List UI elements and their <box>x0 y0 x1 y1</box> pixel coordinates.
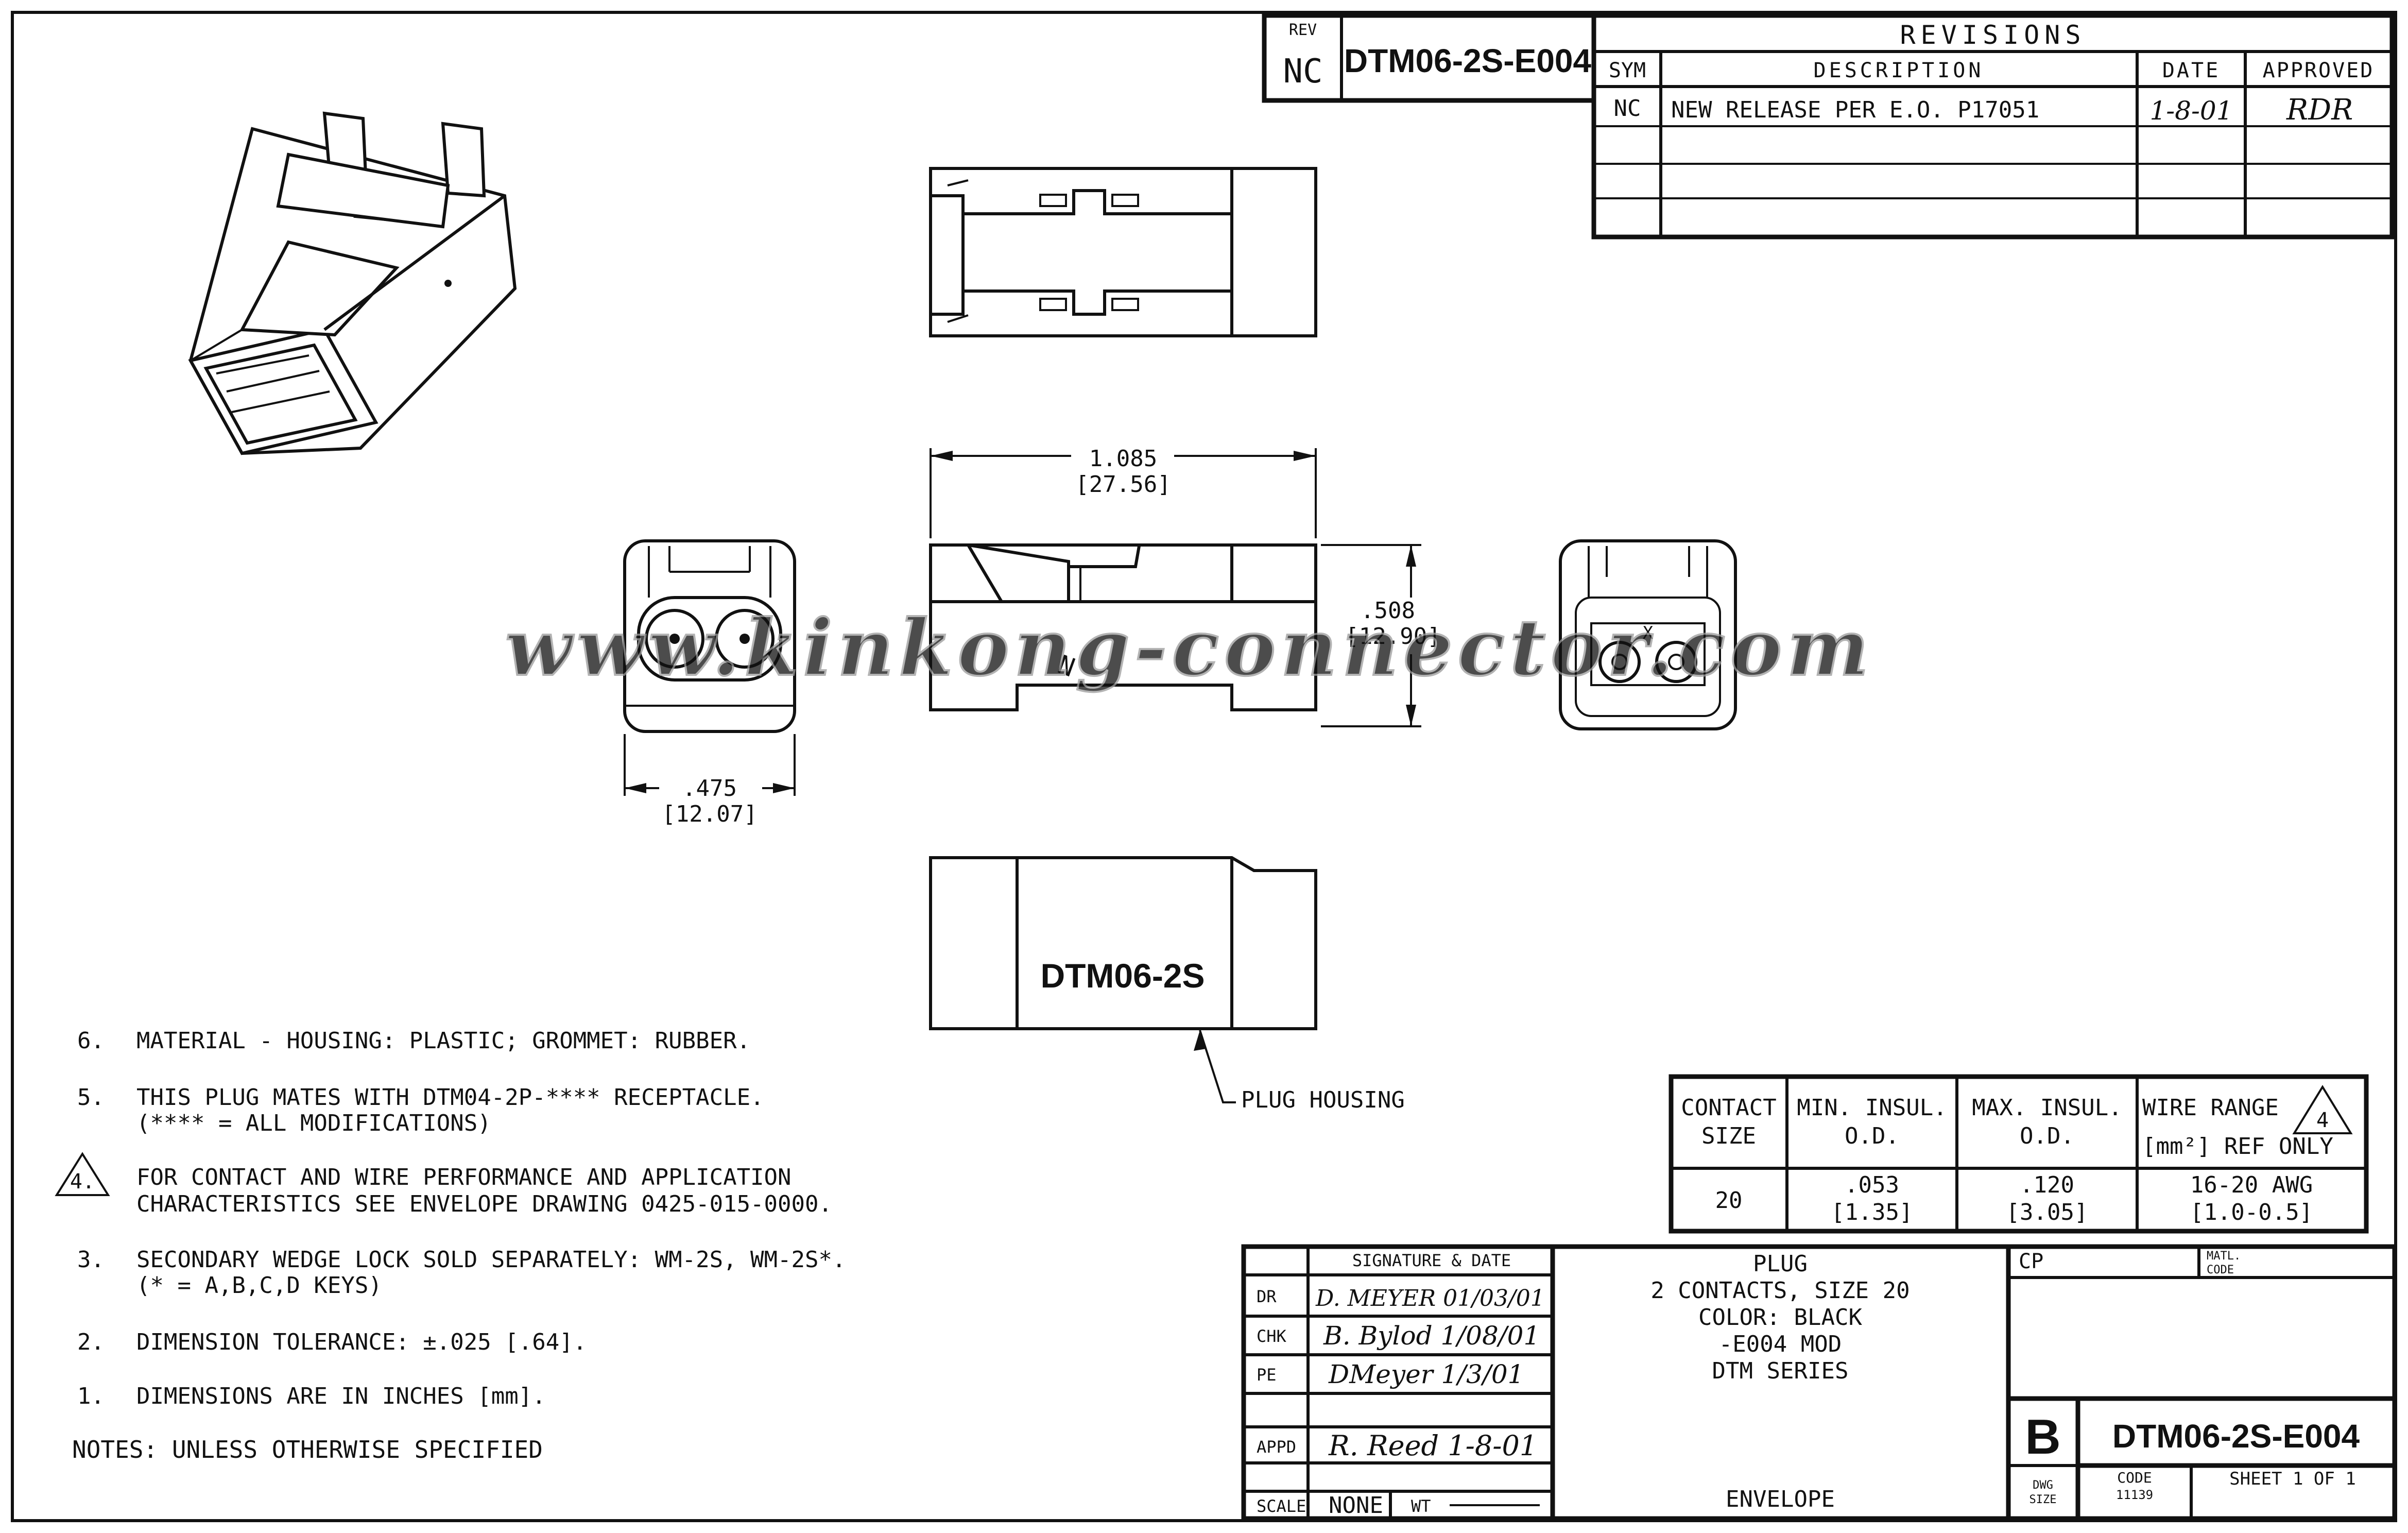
desc-line-1: PLUG <box>1753 1251 1808 1277</box>
notes-footer: NOTES: UNLESS OTHERWISE SPECIFIED <box>72 1436 543 1463</box>
rev-header-approved: APPROVED <box>2263 59 2375 82</box>
rev-row-date: 1-8-01 <box>2149 96 2232 126</box>
dimension-height: .508 [12.90] <box>1321 544 1457 727</box>
side-view: N <box>929 543 1317 711</box>
watermark: www.kinkong-connector.com <box>505 603 1874 693</box>
note-6-line-1: MATERIAL - HOUSING: PLASTIC; GROMMET: RU… <box>136 1028 750 1054</box>
rev-row-approved: RDR <box>2286 93 2353 127</box>
note-3-line-2: (* = A,B,C,D KEYS) <box>136 1272 382 1299</box>
signature-header: SIGNATURE & DATE <box>1352 1251 1511 1270</box>
cp-label: CP <box>2019 1250 2043 1273</box>
sig-label-pe: PE <box>1257 1365 1277 1385</box>
ct-h4-flag: 4 <box>2316 1109 2329 1132</box>
matl-code-label-1: MATL. <box>2207 1250 2241 1263</box>
note-5-line-2: (**** = ALL MODIFICATIONS) <box>136 1110 491 1136</box>
width-mm: [12.07] <box>662 801 757 827</box>
ct-r1-c2b: [1.35] <box>1831 1199 1913 1225</box>
ct-h3-a: MAX. INSUL. <box>1972 1095 2122 1121</box>
ct-r1-c3a: .120 <box>2020 1172 2074 1198</box>
plug-housing-callout: PLUG HOUSING <box>1194 1030 1405 1113</box>
dwg-size-letter: B <box>2025 1409 2060 1464</box>
matl-code-label-2: CODE <box>2207 1264 2234 1276</box>
dwg-size-label-2: SIZE <box>2029 1493 2057 1506</box>
envelope-label: ENVELOPE <box>1726 1486 1835 1512</box>
revisions-table: REVISIONS SYM DESCRIPTION DATE APPROVED … <box>1591 13 2395 240</box>
sheet-label: SHEET 1 OF 1 <box>2229 1469 2356 1489</box>
dwg-size-label-1: DWG <box>2033 1479 2053 1492</box>
sheet-border <box>11 11 2397 1522</box>
code-value: 11139 <box>2116 1488 2153 1502</box>
scale-label: SCALE <box>1257 1496 1306 1516</box>
sig-value-dr: D. MEYER 01/03/01 <box>1315 1285 1545 1311</box>
right-end-view: X <box>1559 539 1737 730</box>
length-inches-label: 1.085 <box>1089 446 1157 472</box>
note-1-num: 1. <box>77 1383 105 1409</box>
dimension-width: .475 [12.07] <box>624 734 796 827</box>
note-3-num: 3. <box>77 1247 105 1273</box>
bottom-view: DTM06-2S <box>929 856 1317 1030</box>
note-2-line-1: DIMENSION TOLERANCE: ±.025 [.64]. <box>136 1329 587 1355</box>
rev-label: REV <box>1289 21 1317 39</box>
sig-label-dr: DR <box>1257 1287 1277 1306</box>
sig-value-pe: DMeyer 1/3/01 <box>1328 1359 1524 1389</box>
note-6-num: 6. <box>77 1028 105 1054</box>
note-5-num: 5. <box>77 1084 105 1111</box>
rev-row-description: NEW RELEASE PER E.O. P17051 <box>1671 97 2039 123</box>
note-4-flag-triangle <box>55 1152 110 1196</box>
ct-h1-b: SIZE <box>1701 1123 1756 1149</box>
rev-header-sym: SYM <box>1609 59 1646 82</box>
desc-line-5: DTM SERIES <box>1712 1358 1849 1384</box>
sig-label-appd: APPD <box>1257 1437 1296 1457</box>
ct-r1-c3b: [3.05] <box>2006 1199 2088 1225</box>
note-4-line-1: FOR CONTACT AND WIRE PERFORMANCE AND APP… <box>136 1164 792 1190</box>
note-4-num: 4. <box>70 1170 95 1194</box>
ct-h2-a: MIN. INSUL. <box>1797 1095 1947 1121</box>
sig-value-chk: B. Bylod 1/08/01 <box>1323 1321 1540 1351</box>
note-3-line-1: SECONDARY WEDGE LOCK SOLD SEPARATELY: WM… <box>136 1247 846 1273</box>
title-drawing-number: DTM06-2S-E004 <box>2112 1418 2360 1455</box>
ct-r1-c4a: 16-20 AWG <box>2190 1172 2313 1198</box>
code-label: CODE <box>2117 1469 2152 1486</box>
contact-table: CONTACT SIZE MIN. INSUL. O.D. MAX. INSUL… <box>1669 1074 2369 1234</box>
ct-h3-b: O.D. <box>2020 1123 2074 1149</box>
width-inches: .475 <box>682 775 737 802</box>
ct-r1-c4b: [1.0-0.5] <box>2190 1199 2313 1225</box>
isometric-view <box>188 111 517 455</box>
face-marking: X <box>1643 623 1654 643</box>
ct-h4-a: WIRE RANGE <box>2142 1095 2279 1121</box>
note-5-line-1: THIS PLUG MATES WITH DTM04-2P-**** RECEP… <box>136 1084 764 1111</box>
ct-h1-a: CONTACT <box>1681 1095 1776 1121</box>
wt-label: WT <box>1411 1496 1431 1516</box>
rev-row-sym: NC <box>1614 95 1641 122</box>
scale-value: NONE <box>1329 1492 1383 1519</box>
height-mm: [12.90] <box>1345 623 1440 650</box>
note-2-num: 2. <box>77 1329 105 1355</box>
rev-value: NC <box>1283 53 1322 91</box>
ct-r1-c2a: .053 <box>1845 1172 1899 1198</box>
ct-h2-b: O.D. <box>1845 1123 1899 1149</box>
top-view <box>929 167 1317 337</box>
note-4-line-2: CHARACTERISTICS SEE ENVELOPE DRAWING 042… <box>136 1191 832 1217</box>
top-drawing-number: DTM06-2S-E004 <box>1344 42 1592 79</box>
height-inches: .508 <box>1361 598 1415 624</box>
sig-value-appd: R. Reed 1-8-01 <box>1328 1429 1537 1462</box>
plug-housing-label: PLUG HOUSING <box>1241 1087 1405 1113</box>
length-mm: [27.56] <box>1075 471 1171 498</box>
rev-header-date: DATE <box>2162 59 2220 82</box>
desc-line-3: COLOR: BLACK <box>1698 1304 1862 1331</box>
housing-label: DTM06-2S <box>1040 957 1205 995</box>
desc-line-2: 2 CONTACTS, SIZE 20 <box>1650 1278 1910 1304</box>
desc-line-4: -E004 MOD <box>1719 1331 1842 1357</box>
title-block: SIGNATURE & DATE DR D. MEYER 01/03/01 CH… <box>1241 1244 2397 1521</box>
ct-r1-c1: 20 <box>1715 1187 1743 1214</box>
left-end-view <box>623 539 796 733</box>
sig-label-chk: CHK <box>1257 1326 1287 1346</box>
rev-header-description: DESCRIPTION <box>1814 59 1984 82</box>
revisions-title: REVISIONS <box>1900 20 2086 50</box>
note-1-line-1: DIMENSIONS ARE IN INCHES [mm]. <box>136 1383 546 1409</box>
notes-block: 6. MATERIAL - HOUSING: PLASTIC; GROMMET:… <box>55 1028 846 1463</box>
rev-number-block: REV NC DTM06-2S-E004 <box>1262 13 1596 103</box>
ct-h4-b: [mm²] REF ONLY <box>2142 1133 2333 1160</box>
